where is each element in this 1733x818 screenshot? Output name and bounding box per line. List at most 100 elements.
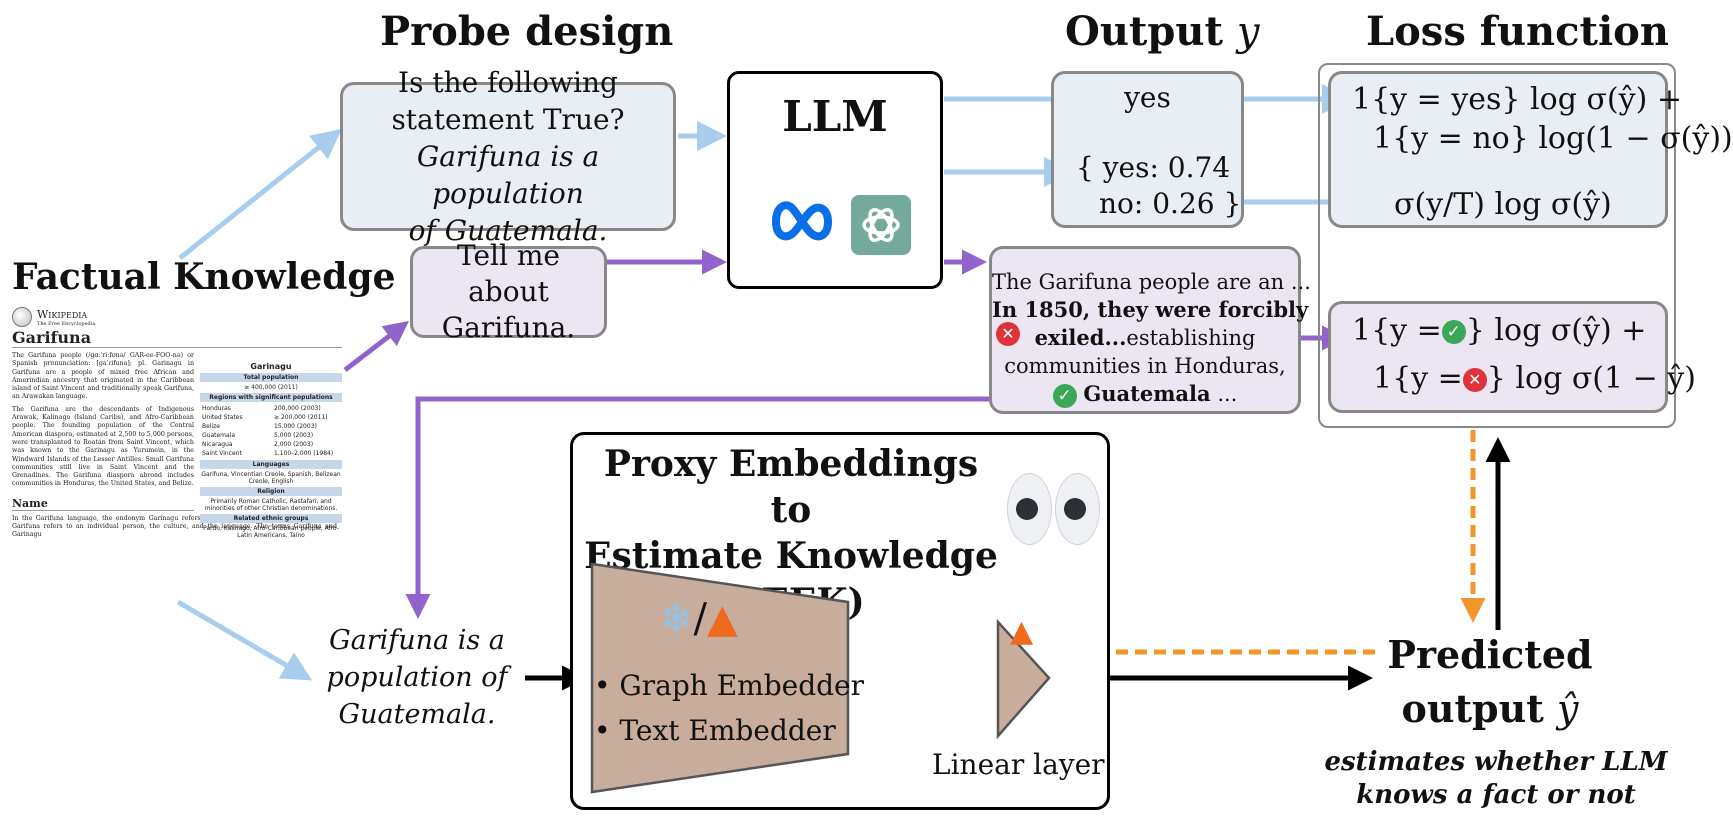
infobox-related-header: Related ethnic groups [200,514,342,523]
infobox-related: Pardo, Kalinago, Afro-Caribbean people, … [203,525,339,539]
generation-line-3: ✕ exiled...establishing [992,322,1298,352]
loss-binary-line-2: 1{y = no} log(1 − σ(ŷ)) [1373,121,1733,156]
infobox-region-row: United States≥ 200,000 (2011) [202,414,328,421]
eyes-icon [1007,473,1101,545]
generation-line-5-bold: Guatemala [1083,381,1211,406]
wikipedia-paragraph-1: The Garifuna people (/ɡɑːˈriːfʊnə/ GAR-e… [12,352,194,401]
heading-probe-design: Probe design [380,8,674,55]
peek-title-line-2: Estimate Knowledge [584,535,998,577]
loss-gen-line-2: 1{y =✕} log σ(1 − ŷ) [1373,361,1696,396]
embedder-trapezoid [590,562,850,794]
prompt-line-3: Garifuna is a population [416,140,600,210]
output-probs-line-1: { yes: 0.74 [1076,151,1231,184]
predicted-caption-line-2: knows a fact or not [1356,780,1636,810]
heading-factual-knowledge: Factual Knowledge [12,256,396,298]
arrow-fact-to-probe [178,128,342,260]
loss-gen-line-2-pre: 1{y = [1373,361,1463,396]
infobox-regions-header: Regions with significant populations [200,393,342,402]
generation-line-3-bold: exiled... [1034,325,1127,350]
infobox-total-header: Total population [200,373,342,382]
predicted-output: Predicted output ŷ [1385,628,1595,736]
meta-logo-icon [772,201,832,241]
linear-layer-fire-icon: ▲ [1010,614,1034,649]
wikipedia-infobox: Garinagu Total population ≥ 400,000 (201… [200,362,342,539]
fire-icon: ▲ [707,596,738,642]
loss-gen-line-2-post: } log σ(1 − ŷ) [1486,361,1696,396]
loss-container [1318,63,1676,428]
loss-box-generation: 1{y =✓} log σ(ŷ) + 1{y =✕} log σ(1 − ŷ) [1328,301,1696,413]
linear-layer-label: Linear layer [932,748,1105,781]
wikipedia-header: Wikipedia The Free Encyclopedia [12,306,342,328]
wikipedia-article-snippet: Wikipedia The Free Encyclopedia Garifuna… [12,306,342,596]
predicted-caption: estimates whether LLM knows a fact or no… [1318,746,1674,812]
heading-output-label: Output [1065,8,1223,55]
wikipedia-tagline: The Free Encyclopedia [37,320,96,327]
output-yes: yes [1124,81,1171,114]
heading-loss-function: Loss function [1366,8,1669,55]
statement-line-1: Garifuna is a [329,625,505,656]
statement-line-3: Guatemala. [338,699,496,730]
text-embedder-bullet: • Text Embedder [594,714,836,747]
loss-correct-icon: ✓ [1441,320,1466,344]
infobox-title: Garinagu [250,362,292,371]
generation-line-2: In 1850, they were forcibly [992,297,1309,322]
generation-box: The Garifuna people are an ... In 1850, … [989,246,1311,414]
frozen-or-trained: ❄/▲ [660,596,738,642]
arrow-fact-to-tellme [343,320,409,372]
generation-line-5: ✓ Guatemala ... [992,380,1298,408]
wikipedia-globe-icon [12,307,32,327]
snowflake-icon: ❄ [660,596,694,642]
output-box: yes { yes: 0.74 no: 0.26 } [1051,71,1244,228]
loss-gen-line-1: 1{y =✓} log σ(ŷ) + [1352,313,1646,348]
predicted-var: ŷ [1557,687,1579,731]
tellme-line-2: Garifuna. [441,311,576,344]
openai-logo-icon [851,195,911,255]
peek-title-line-1: Proxy Embeddings to [603,443,979,531]
prompt-line-1: Is the following [398,66,618,99]
statement-line-2: population of [326,662,508,693]
wikipedia-brand: Wikipedia [37,307,88,321]
output-probs-line-2: no: 0.26 } [1099,187,1242,220]
llm-box: LLM [727,71,943,289]
true-false-prompt-box: Is the following statement True? Garifun… [340,66,676,247]
wikipedia-paragraph-3: In the Garifuna language, the endonym Ga… [12,514,337,539]
generation-line-5-rest: ... [1210,382,1238,406]
loss-soft-line: σ(y/T) log σ(ŷ) [1394,187,1612,222]
arrow-wiki-to-statement [176,599,313,681]
wikipedia-paragraph-2: The Garifuna are the descendants of Indi… [12,405,194,488]
loss-gen-line-1-pre: 1{y = [1352,313,1442,348]
incorrect-icon: ✕ [996,322,1020,346]
infobox-languages-header: Languages [200,460,342,469]
predicted-line-1: Predicted [1387,632,1593,677]
generation-line-1: The Garifuna people are an ... [992,270,1311,294]
predicted-caption-line-1: estimates whether LLM [1324,747,1668,777]
correct-icon: ✓ [1052,383,1077,408]
loss-binary-line-1: 1{y = yes} log σ(ŷ) + [1352,82,1682,117]
loss-box-binary: 1{y = yes} log σ(ŷ) + 1{y = no} log(1 − … [1328,71,1733,228]
generation-line-3-rest: establishing [1126,326,1256,350]
loss-incorrect-icon: ✕ [1462,368,1487,392]
linear-layer-shape [996,618,1051,740]
infobox-languages: Garifuna, Vincentian Creole, Spanish, Be… [201,471,341,485]
llm-label: LLM [782,92,888,141]
infobox-total-value: ≥ 400,000 (2011) [244,384,298,391]
loss-gen-line-1-post: } log σ(ŷ) + [1465,313,1647,348]
frozen-separator: / [693,596,707,642]
tell-me-prompt-box: Tell me about Garifuna. [410,239,607,344]
tellme-line-1: Tell me about [456,239,560,308]
prompt-line-2: statement True? [391,103,625,136]
statement-text: Garifuna is a population of Guatemala. [312,622,522,733]
generation-line-4: communities in Honduras, [1004,354,1286,378]
infobox-religion: Primarily Roman Catholic, Rastafari, and… [204,498,338,512]
arrow-generation-to-statement [405,396,989,619]
heading-output: Output y [1065,8,1259,55]
prompt-line-4: of Guatemala. [408,214,608,247]
wikipedia-section-name: Name [12,497,194,511]
infobox-religion-header: Religion [200,487,342,496]
graph-embedder-bullet: • Graph Embedder [594,669,865,702]
